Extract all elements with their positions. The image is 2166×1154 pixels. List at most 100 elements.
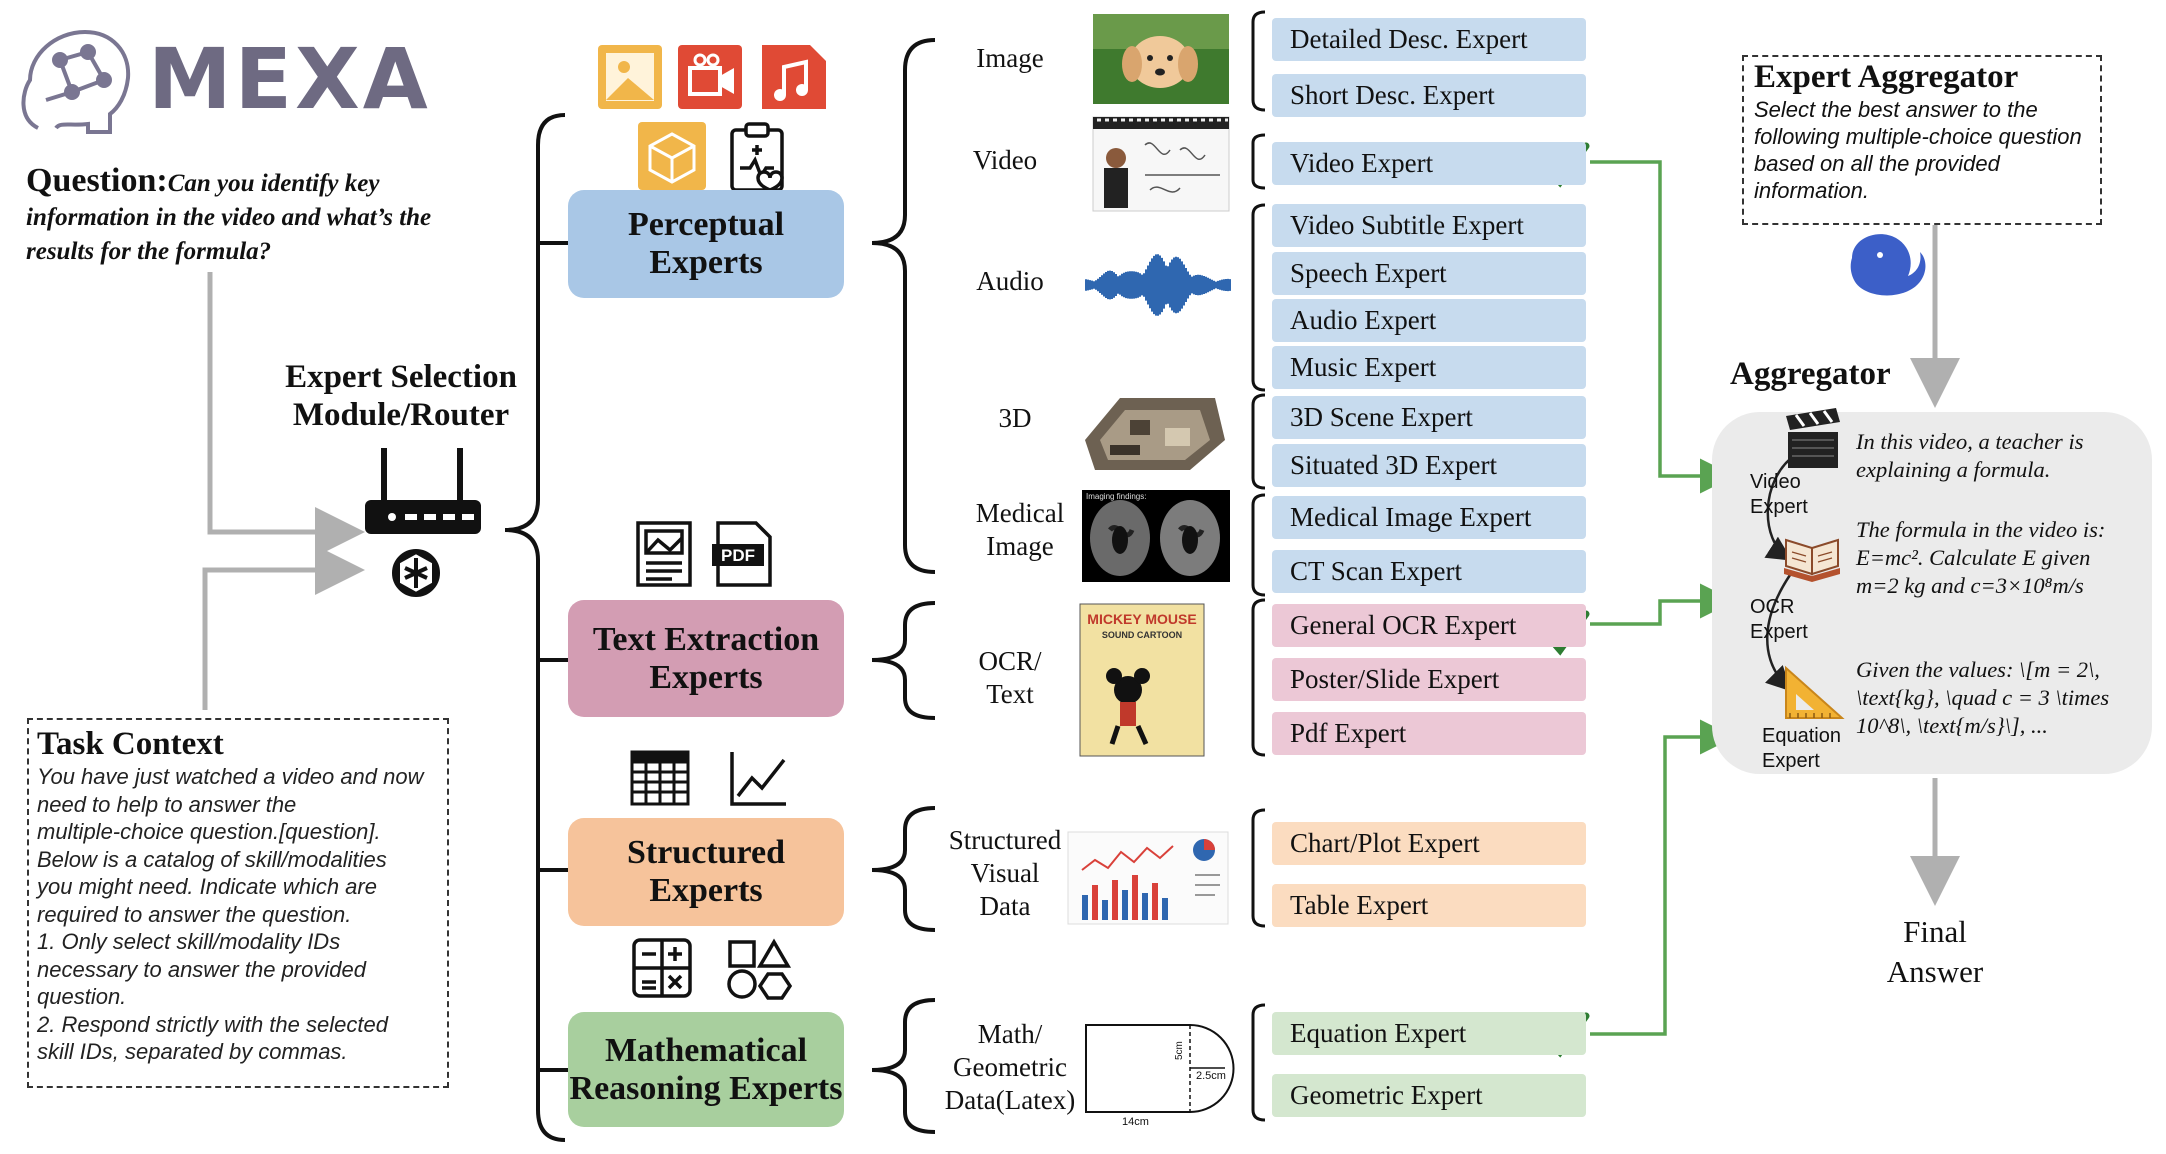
aggregator-flow-arrow-1	[1764, 453, 1796, 561]
modality-structured-visual-data-label: Structured Visual Data	[935, 824, 1075, 923]
lecture-video-thumbnail	[1092, 116, 1230, 212]
video-expert: Video Expert	[1272, 142, 1586, 185]
geometric-shapes-icon	[727, 938, 793, 1000]
text-extraction-experts-box: Text Extraction Experts	[568, 600, 844, 717]
3d-experts-bracket	[1251, 393, 1266, 490]
image-experts-bracket	[1251, 10, 1266, 112]
task-context-line: necessary to answer the provided	[37, 956, 366, 982]
structured-brace	[871, 806, 936, 932]
calculator-icon	[632, 938, 692, 998]
router-title-line-2: Module/Router	[292, 397, 510, 433]
modality-ocr-text-label: OCR/ Text	[950, 645, 1070, 711]
question-text-3: results for the formula?	[26, 238, 272, 265]
brain-circuit-head-icon	[21, 29, 131, 134]
modality-math-line-3: Data(Latex)	[944, 1085, 1076, 1115]
expert-aggregator-body: Select the best answer to the following …	[1754, 96, 2090, 204]
task-context-line: question.	[37, 984, 127, 1009]
medical-clipboard-icon	[730, 122, 784, 192]
aggregator-equation-text-line-3: 10^8\, \text{m/s}\], ...	[1856, 713, 2048, 738]
mickey-poster-thumbnail	[1079, 603, 1205, 757]
final-answer: Final Answer	[1860, 912, 2010, 992]
task-context-line: 2. Respond strictly with the selected	[37, 1011, 388, 1037]
aggregator-ocr-text: The formula in the video is: E=mc². Calc…	[1856, 516, 2148, 600]
modality-math-geometric-label: Math/ Geometric Data(Latex)	[935, 1018, 1085, 1117]
expert-aggregator-line: based on all the provided	[1754, 151, 2000, 176]
modality-structured-line-2: Visual	[970, 858, 1040, 888]
aggregator-panel	[1712, 412, 2152, 774]
question-text-2: information in the video and what’s the	[26, 204, 432, 231]
video-experts-bracket	[1251, 133, 1266, 190]
question-to-router-arrow	[207, 272, 365, 557]
question-label: Question:	[26, 162, 168, 199]
modality-medical-image-label: Medical Image	[955, 497, 1085, 563]
math-reasoning-experts-box: Mathematical Reasoning Experts	[568, 1012, 844, 1127]
brain-mri-thumbnail	[1082, 490, 1230, 582]
aggregator-video-text-line-1: In this video, a teacher is	[1856, 429, 2084, 454]
situated-3d-expert: Situated 3D Expert	[1272, 444, 1586, 487]
expert-aggregator-line: following multiple-choice question	[1754, 124, 2082, 149]
svg-text:PDF: PDF	[721, 546, 755, 565]
modality-image-label: Image	[976, 43, 1044, 73]
task-context-to-router-arrow	[202, 545, 365, 710]
detailed-desc-expert: Detailed Desc. Expert	[1272, 18, 1586, 61]
speech-expert: Speech Expert	[1272, 252, 1586, 295]
aggregator-equation-label-line-2: Expert	[1762, 750, 1820, 772]
audio-file-icon	[762, 45, 826, 109]
modality-medical-line-2: Image	[986, 531, 1054, 561]
expert-aggregator-line: information.	[1754, 178, 1869, 203]
audio-expert: Audio Expert	[1272, 299, 1586, 342]
geometry-figure-thumbnail	[1085, 1024, 1235, 1113]
final-answer-line-2: Answer	[1886, 954, 1984, 989]
line-chart-icon	[730, 752, 786, 806]
task-context-box: Task Context You have just watched a vid…	[27, 718, 449, 1088]
structured-experts-box: Structured Experts	[568, 818, 844, 926]
expert-aggregator-title: Expert Aggregator	[1754, 59, 2019, 95]
medical-image-expert: Medical Image Expert	[1272, 496, 1586, 539]
task-context-line: required to answer the question.	[37, 901, 352, 927]
table-icon	[630, 750, 690, 806]
openai-logo-icon	[392, 549, 440, 597]
text-extraction-brace	[871, 601, 936, 720]
pdf-expert: Pdf Expert	[1272, 712, 1586, 755]
modality-medical-line-1: Medical	[975, 498, 1065, 528]
router-brace	[504, 113, 566, 1142]
medical-experts-bracket	[1251, 493, 1266, 597]
equation-to-aggregator-connector	[1590, 719, 1735, 1036]
whale-logo-icon	[1850, 234, 1926, 296]
task-context-line: Below is a catalog of skill/modalities	[37, 846, 387, 872]
structured-experts-bracket	[1251, 808, 1266, 928]
audio-waveform-thumbnail	[1085, 254, 1231, 316]
aggregator-equation-label: Equation Expert	[1762, 724, 1841, 774]
aggregator-video-label-line-1: Video	[1750, 471, 1801, 493]
aggregator-video-text: In this video, a teacher is explaining a…	[1856, 428, 2146, 484]
modality-ocr-line-2: Text	[986, 679, 1034, 709]
modality-audio-label: Audio	[976, 266, 1044, 296]
poster-subtitle: SOUND CARTOON	[1101, 630, 1183, 640]
triangle-ruler-icon	[1785, 665, 1845, 719]
modality-ocr-line-1: OCR/	[978, 646, 1042, 676]
expert-aggregator-line: Select the best answer to the	[1754, 97, 2038, 122]
video-file-icon	[678, 45, 742, 109]
router-icon	[365, 448, 481, 534]
aggregator-equation-text-line-2: \text{kg}, \quad c = 3 \times	[1856, 685, 2110, 710]
aggregator-equation-text: Given the values: \[m = 2\, \text{kg}, \…	[1856, 656, 2148, 740]
task-context-line: you might need. Indicate which are	[37, 874, 377, 899]
aggregator-equation-text-line-1: Given the values: \[m = 2\,	[1856, 657, 2100, 682]
question-block: Question:Can you identify key informatio…	[26, 162, 496, 269]
task-context-title: Task Context	[37, 726, 224, 762]
task-context-line: You have just watched a video and now	[37, 764, 424, 789]
router-branches	[538, 241, 568, 1072]
table-expert: Table Expert	[1272, 884, 1586, 927]
3d-cube-icon	[638, 122, 706, 190]
app-logo-text: MEXA	[148, 30, 431, 128]
aggregator-title: Aggregator	[1730, 356, 1891, 392]
modality-structured-line-3: Data	[979, 891, 1031, 921]
aggregator-ocr-text-line-2: E=mc². Calculate E given	[1856, 545, 2091, 570]
geometric-expert: Geometric Expert	[1272, 1074, 1586, 1117]
music-expert: Music Expert	[1272, 346, 1586, 389]
aggregator-ocr-text-line-1: The formula in the video is:	[1856, 517, 2106, 542]
task-context-line: multiple-choice question.[question].	[37, 819, 381, 844]
aggregator-ocr-label: OCR Expert	[1750, 595, 1808, 645]
